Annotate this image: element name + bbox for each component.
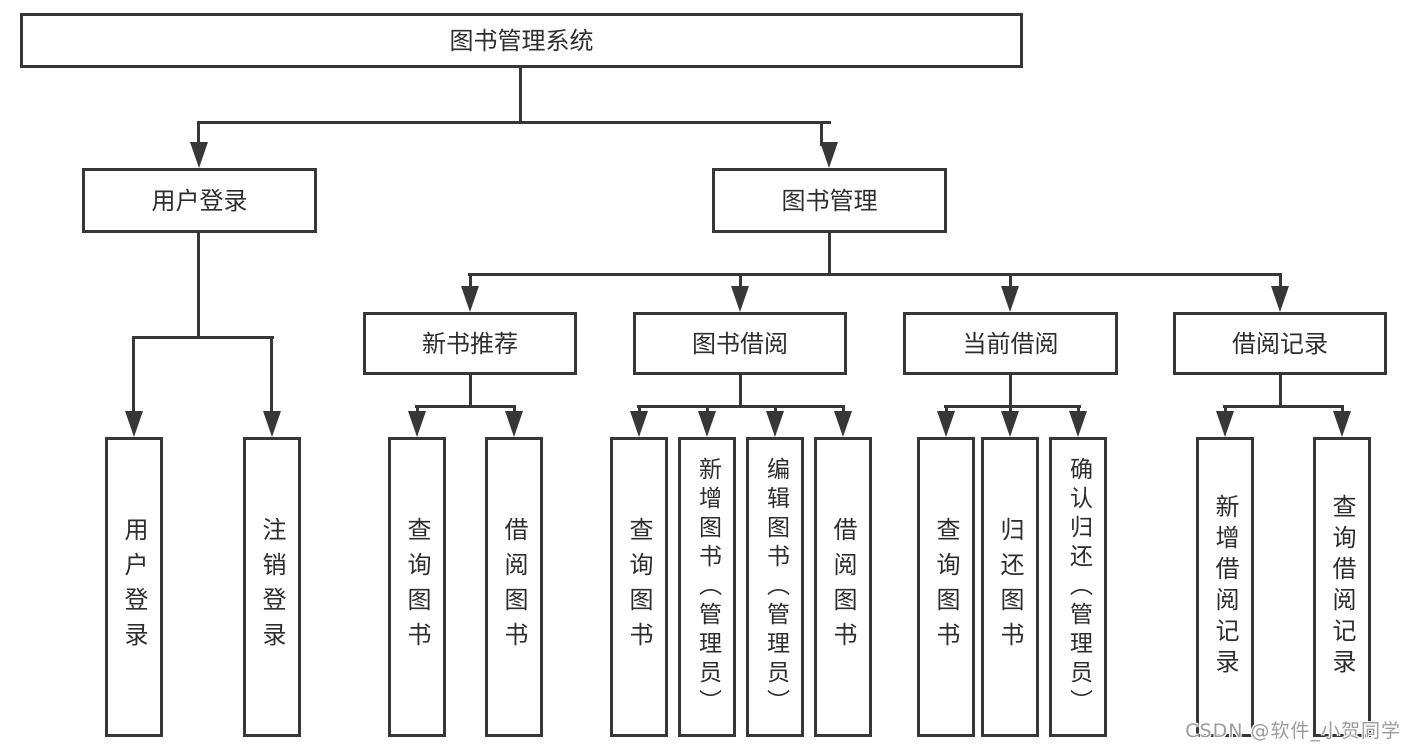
drop-nb-query — [416, 405, 419, 415]
drop-book-management — [820, 121, 823, 146]
drop-br-add — [1224, 405, 1227, 415]
arrowhead-br-query — [1333, 411, 1351, 437]
leaf-cb-query-book: 查询图书 — [917, 437, 975, 737]
drop-br-query — [1341, 405, 1344, 415]
drop-bb-borrow — [842, 405, 845, 415]
rail-current-borrow — [944, 405, 1081, 408]
drop-bb-add — [706, 405, 709, 415]
leaf-br-add-record: 新增借阅记录 — [1196, 437, 1254, 737]
leaf-nb-query-book: 查询图书 — [388, 437, 446, 737]
leaf-br-query-record: 查询借阅记录 — [1313, 437, 1371, 737]
drop-current-borrow — [1009, 273, 1012, 291]
stem-current-borrow — [1009, 375, 1012, 408]
node-new-book-recommend: 新书推荐 — [363, 312, 577, 375]
rail-user-login — [132, 336, 274, 339]
drop-book-borrow — [739, 273, 742, 291]
leaf-cb-return-book: 归还图书 — [981, 437, 1039, 737]
leaf-bb-edit-book-admin: 编辑图书（管理员） — [746, 437, 804, 737]
arrowhead-nb-query — [408, 411, 426, 437]
arrowhead-new-book-recommend — [461, 286, 479, 312]
drop-new-book-recommend — [469, 273, 472, 291]
arrowhead-user-login — [190, 142, 208, 168]
arrowhead-cb-return — [1001, 411, 1019, 437]
leaf-bb-borrow-book: 借阅图书 — [814, 437, 872, 737]
arrowhead-bb-query — [630, 411, 648, 437]
stem-new-book-recommend — [469, 375, 472, 408]
arrowhead-br-add — [1216, 411, 1234, 437]
arrowhead-book-borrow — [731, 286, 749, 312]
stem-user-login — [197, 233, 200, 339]
leaf-nb-borrow-book: 借阅图书 — [485, 437, 543, 737]
arrowhead-cb-query — [937, 411, 955, 437]
leaf-cb-confirm-return-admin: 确认归还（管理员） — [1049, 437, 1107, 737]
node-book-borrow: 图书借阅 — [633, 312, 847, 375]
stem-book-borrow — [739, 375, 742, 408]
arrowhead-book-management — [820, 142, 838, 168]
leaf-logout: 注销登录 — [243, 437, 301, 737]
drop-leaf-user-login — [132, 336, 135, 413]
leaf-bb-query-book: 查询图书 — [610, 437, 668, 737]
drop-user-login — [197, 121, 200, 146]
stem-borrow-records — [1279, 375, 1282, 408]
arrowhead-bb-borrow — [834, 411, 852, 437]
drop-cb-return — [1009, 405, 1012, 415]
csdn-watermark: CSDN @软件_小贺同学 — [1185, 720, 1401, 742]
drop-nb-borrow — [513, 405, 516, 415]
drop-cb-confirm — [1077, 405, 1080, 415]
arrowhead-leaf-user-login — [125, 411, 143, 437]
node-root: 图书管理系统 — [20, 13, 1023, 68]
arrowhead-bb-edit — [766, 411, 784, 437]
rail-level2 — [197, 121, 831, 124]
arrowhead-bb-add — [698, 411, 716, 437]
node-book-management: 图书管理 — [712, 168, 947, 233]
drop-borrow-records — [1279, 273, 1282, 291]
node-borrow-records: 借阅记录 — [1173, 312, 1387, 375]
stem-root — [519, 68, 522, 124]
rail-new-book-recommend — [415, 405, 516, 408]
node-user-login: 用户登录 — [82, 168, 317, 233]
stem-book-management — [828, 233, 831, 276]
arrowhead-current-borrow — [1001, 286, 1019, 312]
leaf-bb-add-book-admin: 新增图书（管理员） — [678, 437, 736, 737]
rail-borrow-records — [1223, 405, 1344, 408]
drop-cb-query — [945, 405, 948, 415]
drop-bb-query — [638, 405, 641, 415]
node-current-borrow: 当前借阅 — [903, 312, 1118, 375]
arrowhead-leaf-logout — [263, 411, 281, 437]
arrowhead-borrow-records — [1271, 286, 1289, 312]
drop-bb-edit — [774, 405, 777, 415]
arrowhead-cb-confirm — [1069, 411, 1087, 437]
leaf-user-login: 用户登录 — [105, 437, 163, 737]
rail-book-borrow — [637, 405, 845, 408]
arrowhead-nb-borrow — [505, 411, 523, 437]
rail-level3 — [468, 273, 1282, 276]
drop-leaf-logout — [270, 336, 273, 413]
